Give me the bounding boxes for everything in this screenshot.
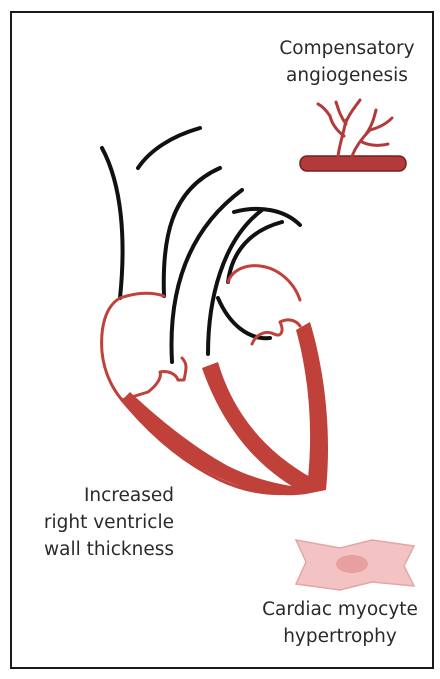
capillary-sprouts bbox=[318, 100, 392, 156]
angiogenesis-label-line2: angiogenesis bbox=[262, 62, 432, 89]
pulmonary-artery-right bbox=[208, 210, 262, 354]
right-atrium-top bbox=[120, 293, 164, 298]
right-atrium-wall bbox=[102, 298, 122, 400]
great-vessels bbox=[102, 128, 300, 362]
angiogenesis-label: Compensatory angiogenesis bbox=[262, 35, 432, 89]
rv-wall-label-line2: right ventricle bbox=[14, 509, 174, 536]
myocyte-nucleus bbox=[336, 555, 368, 573]
rv-wall-label-line1: Increased bbox=[14, 482, 174, 509]
aorta-arch-top bbox=[138, 128, 200, 168]
myocyte-label: Cardiac myocyte hypertrophy bbox=[248, 596, 432, 650]
vessel-tube bbox=[300, 156, 406, 171]
myocyte-label-line2: hypertrophy bbox=[248, 623, 432, 650]
angiogenesis-label-line1: Compensatory bbox=[262, 35, 432, 62]
pulmonary-branch-inner bbox=[234, 209, 300, 225]
rv-wall-label: Increased right ventricle wall thickness bbox=[14, 482, 174, 563]
right-ventricle-wall bbox=[122, 392, 310, 495]
left-ventricle-wall bbox=[296, 322, 328, 494]
left-atrium-top bbox=[228, 266, 300, 300]
myocyte-label-line1: Cardiac myocyte bbox=[248, 596, 432, 623]
rv-wall-label-line3: wall thickness bbox=[14, 536, 174, 563]
mitral-valve bbox=[252, 320, 300, 344]
blood-vessel bbox=[300, 100, 406, 171]
svc-right bbox=[164, 168, 220, 296]
myocyte-cell bbox=[296, 540, 414, 590]
svc-left bbox=[102, 148, 123, 298]
thickened-walls bbox=[122, 322, 328, 495]
